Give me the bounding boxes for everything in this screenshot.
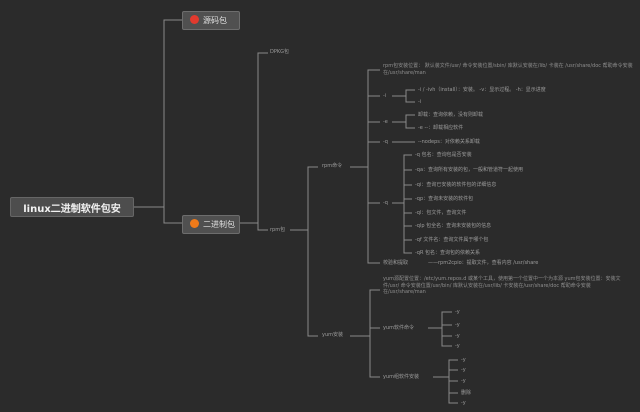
rpm-command-node[interactable]: rpm命令 — [322, 163, 343, 169]
yum-group-item-3: -y — [461, 378, 466, 384]
dpkg-node[interactable]: DPKG包 — [270, 49, 290, 55]
yum-group-item-5: -y — [461, 400, 466, 406]
option-q-item-3: -qi：查询已安装的软件包的详细信息 — [415, 182, 497, 188]
option-q-item-1: -q 包名：查询包是否安装 — [415, 152, 472, 158]
yum-group-node[interactable]: yum组软件安装 — [383, 374, 419, 380]
verify-extract-text: ——rpm2cpio：提取文件，查看内容 /usr/share — [428, 260, 539, 266]
option-q[interactable]: -q — [383, 200, 388, 206]
red-dot-icon — [190, 15, 199, 24]
option-i-item-1: -i / -ivh（install）：安装。 -v：显示过程。 -h：显示进度 — [418, 87, 546, 93]
option-q-plain[interactable]: -q — [383, 139, 388, 145]
rpm-node[interactable]: rpm包 — [270, 227, 286, 233]
rpm-intro-note: rpm包安装位置： 默认装文件/usr/ 命令安装位置/sbin/ 库默认安装在… — [383, 63, 633, 76]
yum-cmd-item-2: -y — [455, 322, 460, 328]
option-q-item-4: -qp：查询未安装的软件包 — [415, 196, 474, 202]
yum-group-item-4: 删除 — [461, 390, 472, 396]
yum-intro-note: yum源配置位置：/etc/yum.repos.d 或某个工具，使用第一个位置中… — [383, 276, 621, 295]
yum-cmd-item-1: -y — [455, 309, 460, 315]
root-topic-label: linux二进制软件包安 — [23, 203, 121, 215]
yum-cmd-item-3: -y — [455, 333, 460, 339]
branch-binary-package[interactable]: 二进制包 — [182, 215, 240, 234]
yum-group-item-2: -y — [461, 367, 466, 373]
yum-group-item-1: -y — [461, 357, 466, 363]
option-q-item-6: -qlp 包全名：查询未安装包的信息 — [415, 223, 492, 229]
branch-source-label: 源码包 — [203, 16, 227, 25]
option-e-item-1: 卸载：查询依赖，没有则卸载 — [418, 112, 484, 118]
yum-install-node[interactable]: yum安装 — [322, 332, 343, 338]
orange-dot-icon — [190, 219, 199, 228]
branch-source-package[interactable]: 源码包 — [182, 11, 240, 30]
option-q-item-2: -qa：查询所有安装的包，一般和管道符一起使用 — [415, 167, 524, 173]
option-q-item-8: -qR 包名：查询包的依赖关系 — [415, 250, 481, 256]
nodeps-note: --nodeps：对依赖关系卸载 — [418, 139, 480, 145]
option-i[interactable]: -i — [383, 93, 387, 99]
root-topic[interactable]: linux二进制软件包安 — [10, 197, 134, 217]
option-i-item-2: -i — [418, 99, 422, 105]
branch-binary-label: 二进制包 — [203, 220, 235, 229]
option-e-item-2: -e --：卸载相应软件 — [418, 125, 464, 131]
yum-commands-node[interactable]: yum软件命令 — [383, 325, 414, 331]
option-q-item-7: -qf 文件名：查询文件属于哪个包 — [415, 237, 489, 243]
option-q-item-5: -ql：包文件，查询文件 — [415, 210, 467, 216]
verify-extract-node[interactable]: 校验和提取 — [383, 260, 409, 266]
option-e[interactable]: -e — [383, 119, 388, 125]
yum-cmd-item-4: -y — [455, 343, 460, 349]
